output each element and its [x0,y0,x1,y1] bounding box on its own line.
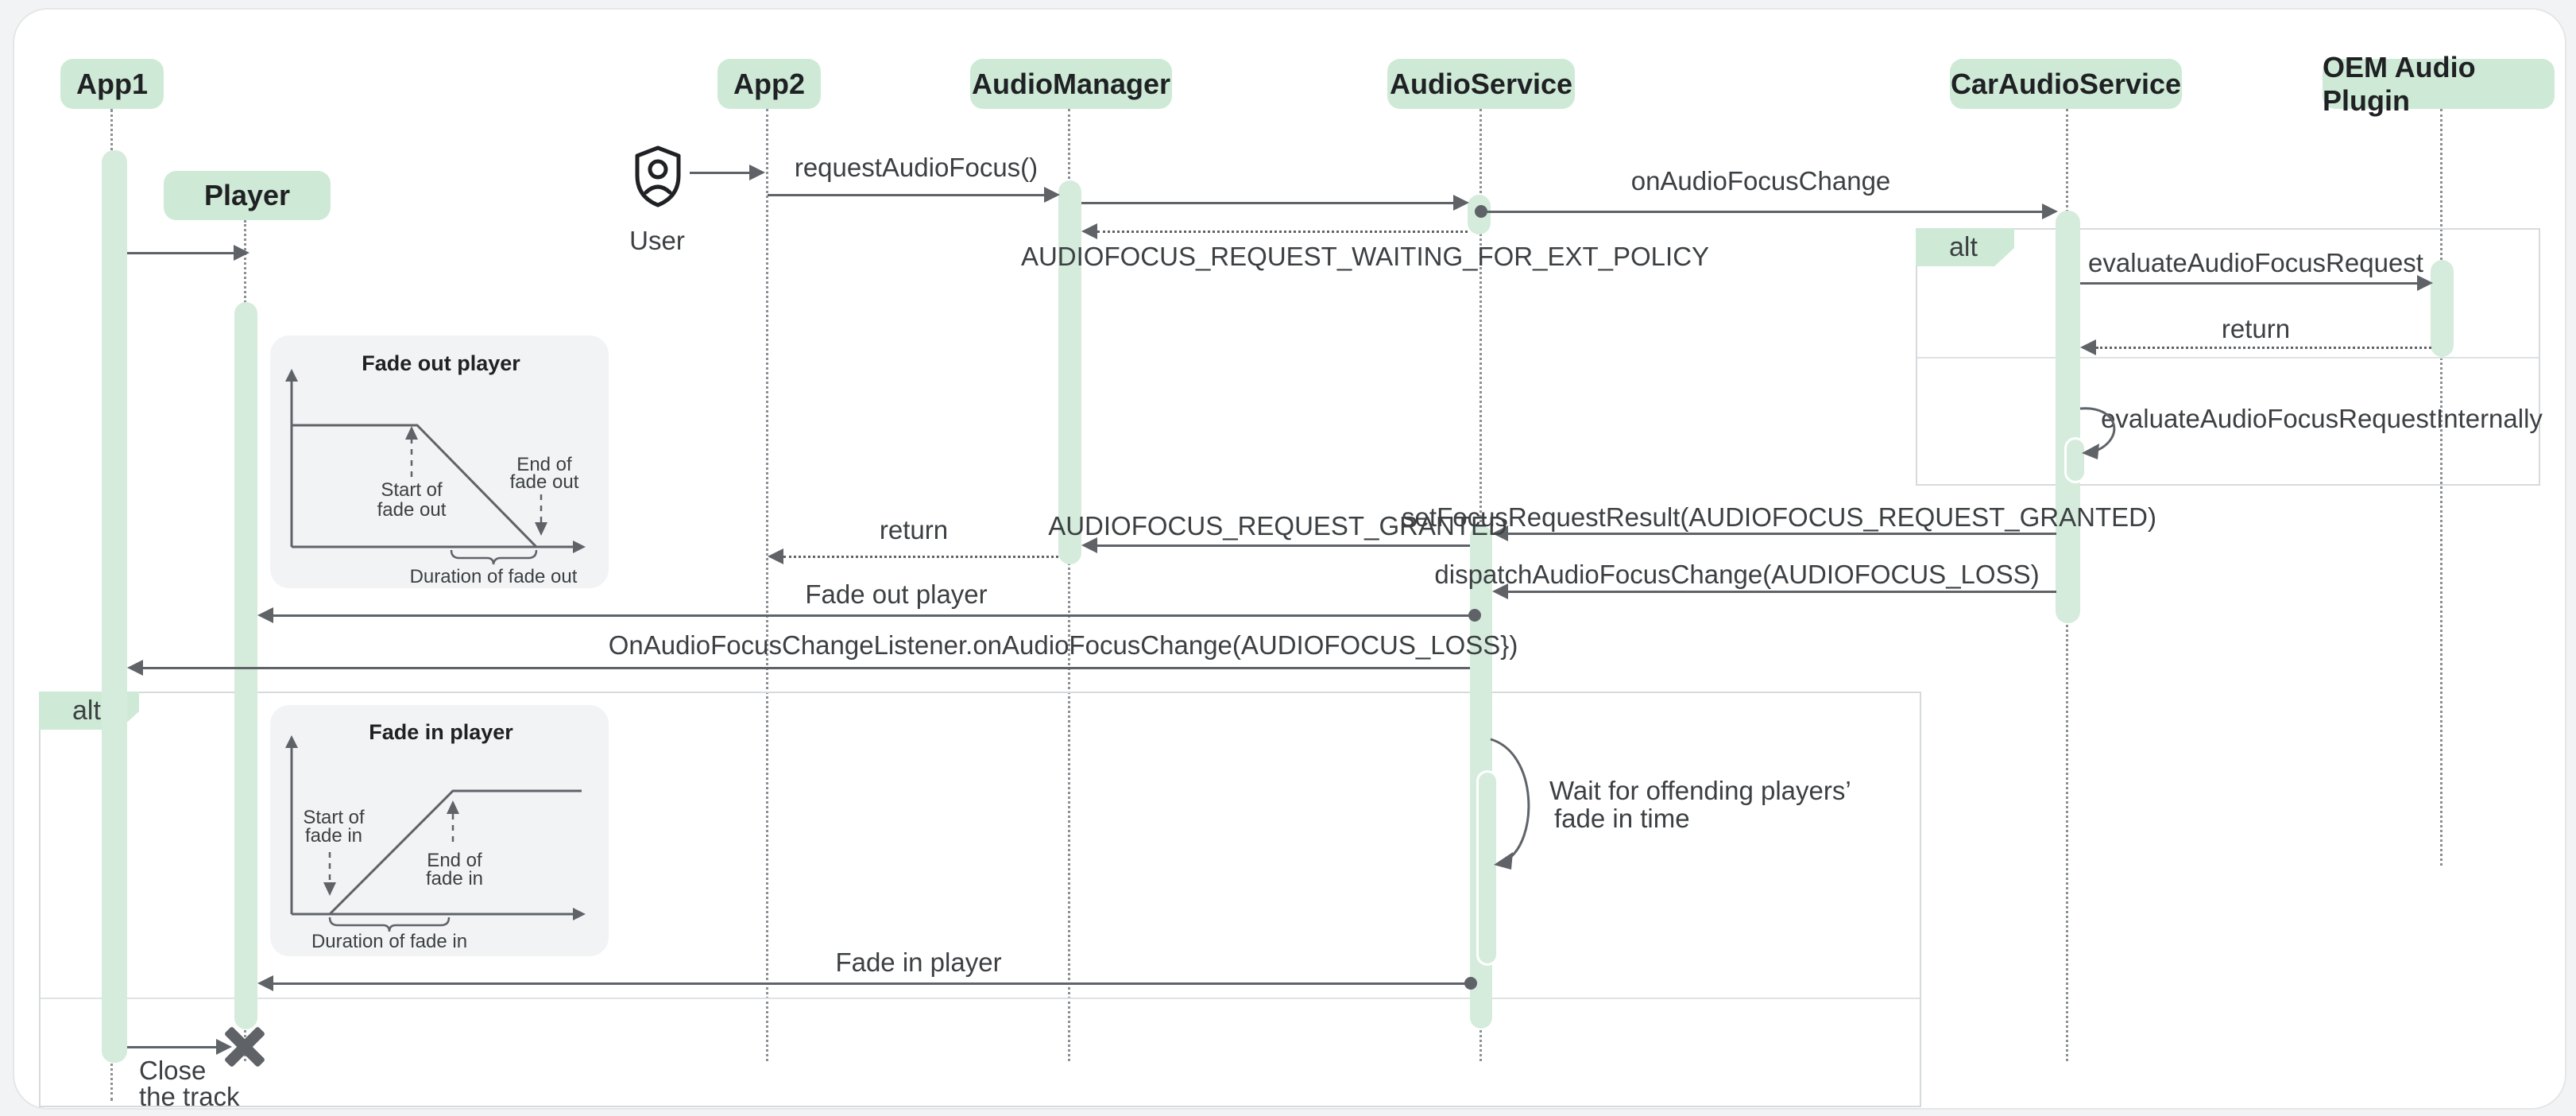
arrowhead-waiting-return [1081,223,1097,239]
arrowhead-on-audio-focus-change [2042,203,2058,219]
fade-out-start-label-line1: Start of [381,479,443,501]
fade-in-start-label-line2: fade in [304,825,363,847]
activation-app1 [102,150,127,1063]
destroy-x-icon [222,1025,267,1069]
arrowhead-fade-in-player [257,975,273,991]
arrow-dispatch-focus-change [1508,591,2056,593]
alt-label-text: alt [72,695,101,726]
arrow-request-granted [1097,544,1470,547]
participant-caraudioservice: CarAudioService [1950,59,2182,109]
self-arrow-evaluate-internally [2079,407,2116,459]
label-on-audio-focus-change: onAudioFocusChange [1630,166,1891,196]
arrowhead-manager-return [768,548,783,564]
fade-out-chart-axes [285,369,586,565]
arrow-set-focus-request-result [1508,533,2056,535]
label-close-track-line2: the track [139,1082,240,1111]
arrow-fade-out-player [273,614,1470,617]
arrow-on-audio-focus-change [1481,211,2042,213]
arrow-manager-return [783,556,1058,558]
arrowhead-request-granted [1081,537,1097,553]
activation-audioservice-wait [1476,770,1499,966]
arrowhead-evaluate-return [2080,339,2096,355]
participant-app1: App1 [60,59,164,109]
label-wait-note-line2: fade in time [1554,804,1690,833]
participant-audioservice: AudioService [1387,59,1575,109]
fade-out-end-label-line2: fade out [509,471,579,493]
alt-frame-label: alt [1916,228,2014,266]
fade-out-start-label-line2: fade out [377,499,447,521]
lifeline-audiomanager [1068,109,1070,1061]
arrow-request-audio-focus [768,194,1044,196]
fade-in-end-label-line1: End of [427,850,482,871]
fade-out-chart-title: Fade out player [362,351,520,375]
arrowhead-evaluate-audio-focus-request [2417,275,2433,291]
label-request-audio-focus: requestAudioFocus() [794,153,1039,182]
arrowhead-user-to-app2 [749,165,765,180]
fade-out-chart: Fade out player Start of fade out End of… [270,335,609,588]
fade-in-chart-title: Fade in player [369,720,513,744]
arrowhead-close-track [216,1039,232,1055]
alt-frame-focus-evaluation: alt [1916,228,2540,486]
participant-player: Player [164,171,331,220]
label-dispatch-focus-change: dispatchAudioFocusChange(AUDIOFOCUS_LOSS… [1434,560,2040,589]
arrowhead-set-focus-request-result [1492,525,1508,541]
activation-caraudioservice-internal [2064,437,2087,483]
arrow-evaluate-audio-focus-request [2080,282,2417,285]
participant-audiomanager: AudioManager [970,59,1172,109]
arrow-audiomanager-to-audioservice [1081,202,1453,204]
arrow-listener-callback [143,667,1470,669]
alt-frame-divider [41,998,1920,999]
arrow-evaluate-return [2096,347,2431,349]
label-fade-in-player: Fade in player [835,947,1002,977]
label-wait-note-line1: Wait for offending players’ [1549,776,1851,805]
participant-oem-audio-plugin: OEM Audio Plugin [2323,51,2555,117]
fade-out-duration-label: Duration of fade out [409,566,578,587]
arrow-app1-to-player [127,252,234,254]
participant-app2: App2 [717,59,821,109]
label-evaluate-internally: evaluateAudioFocusRequestInternally [2101,404,2543,433]
label-manager-return: return [879,515,949,544]
arrow-user-to-app2 [690,172,749,174]
alt-frame-divider [1917,357,2539,358]
arrow-close-track [127,1046,216,1048]
fade-in-chart: Fade in player Start of fade in End of f… [270,705,609,956]
arrow-fade-in-player [273,982,1466,985]
fade-in-end-label-line2: fade in [425,868,484,889]
arrowhead-listener-callback [127,660,143,676]
lifeline-oem-audio-plugin [2440,109,2443,866]
fade-in-duration-label: Duration of fade in [311,931,468,952]
label-evaluate-audio-focus-request: evaluateAudioFocusRequest [2088,248,2423,277]
activation-player [234,302,257,1029]
arrowhead-dispatch-focus-change [1492,583,1508,599]
label-fade-out-player: Fade out player [805,579,988,609]
origin-dot-fade-in-player [1464,977,1477,990]
user-shield-icon [635,145,681,207]
alt-label-text: alt [1949,231,1978,262]
arrowhead-fade-out-player [257,607,273,623]
fade-in-chart-axes [285,735,586,932]
lifeline-app2 [766,109,768,1061]
fade-out-end-label-line1: End of [516,454,572,475]
diagram-card: alt alt App1 Player App2 AudioManager Au… [13,8,2566,1111]
arrowhead-request-audio-focus [1044,187,1060,203]
arrow-waiting-return [1097,231,1468,233]
label-set-focus-request-result: setFocusRequestResult(AUDIOFOCUS_REQUEST… [1402,502,2156,532]
fade-in-start-label-line1: Start of [303,807,365,828]
label-waiting-for-ext-policy: AUDIOFOCUS_REQUEST_WAITING_FOR_EXT_POLIC… [1020,242,1710,271]
label-close-track-line1: Close [139,1056,207,1085]
actor-user-label: User [629,226,685,255]
self-arrow-wait [1490,738,1530,870]
arrowhead-audiomanager-to-audioservice [1453,195,1469,211]
label-listener-callback: OnAudioFocusChangeListener.onAudioFocusC… [608,630,1518,660]
activation-oem [2431,260,2454,357]
activation-caraudioservice [2056,211,2080,623]
label-request-granted: AUDIOFOCUS_REQUEST_GRANTED [1048,511,1507,541]
origin-dot-fade-out-player [1468,609,1481,622]
activation-audiomanager [1058,180,1081,564]
arrowhead-app1-to-player [234,245,249,261]
label-evaluate-return: return [2221,314,2291,343]
